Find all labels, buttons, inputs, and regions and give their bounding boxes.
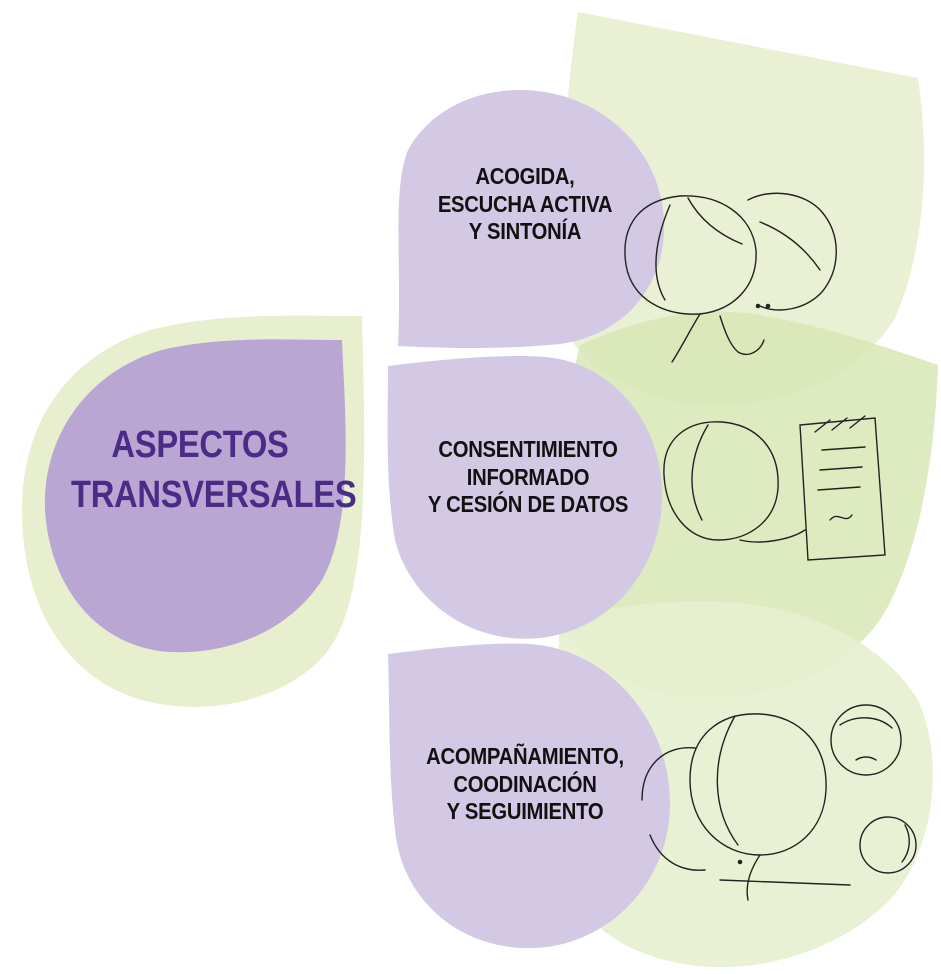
lavender-bubbles [387, 90, 671, 949]
green-leaf-top [558, 12, 925, 405]
bubble-acompanamiento [388, 643, 671, 949]
central-title: ASPECTOS TRANSVERSALES [71, 420, 357, 520]
item-acogida-label: ACOGIDA, ESCUCHA ACTIVA Y SINTONÍA [415, 163, 635, 246]
item-acompanamiento-line-2: COODINACIÓN [453, 770, 597, 797]
item-acompanamiento-label: ACOMPAÑAMIENTO, COODINACIÓN Y SEGUIMIENT… [406, 743, 644, 826]
item-consentimiento-line-3: Y CESIÓN DE DATOS [427, 491, 629, 518]
item-consentimiento-label: CONSENTIMIENTO INFORMADO Y CESIÓN DE DAT… [412, 436, 644, 519]
item-acompanamiento-line-1: ACOMPAÑAMIENTO, [426, 743, 624, 769]
bubble-consentimiento [387, 356, 663, 639]
bubble-acogida [398, 90, 665, 348]
group-meeting-illustration [641, 704, 917, 901]
item-acogida-line-2: ESCUCHA ACTIVA [437, 190, 613, 217]
item-consentimiento-line-1: CONSENTIMIENTO [438, 436, 618, 462]
item-consentimiento-line-2: INFORMADO [466, 463, 590, 490]
person-with-document-illustration [663, 415, 886, 561]
green-leaf-middle [558, 311, 938, 699]
item-acompanamiento-line-3: Y SEGUIMIENTO [446, 798, 604, 825]
green-leaf-bottom [558, 601, 933, 968]
two-people-talking-illustration [624, 192, 837, 363]
item-acogida-line-1: ACOGIDA, [475, 163, 575, 189]
central-purple-leaf [44, 339, 346, 653]
central-title-line-1: ASPECTOS [111, 424, 289, 466]
central-title-line-2: TRANSVERSALES [71, 474, 357, 517]
item-acogida-line-3: Y SINTONÍA [468, 218, 582, 245]
